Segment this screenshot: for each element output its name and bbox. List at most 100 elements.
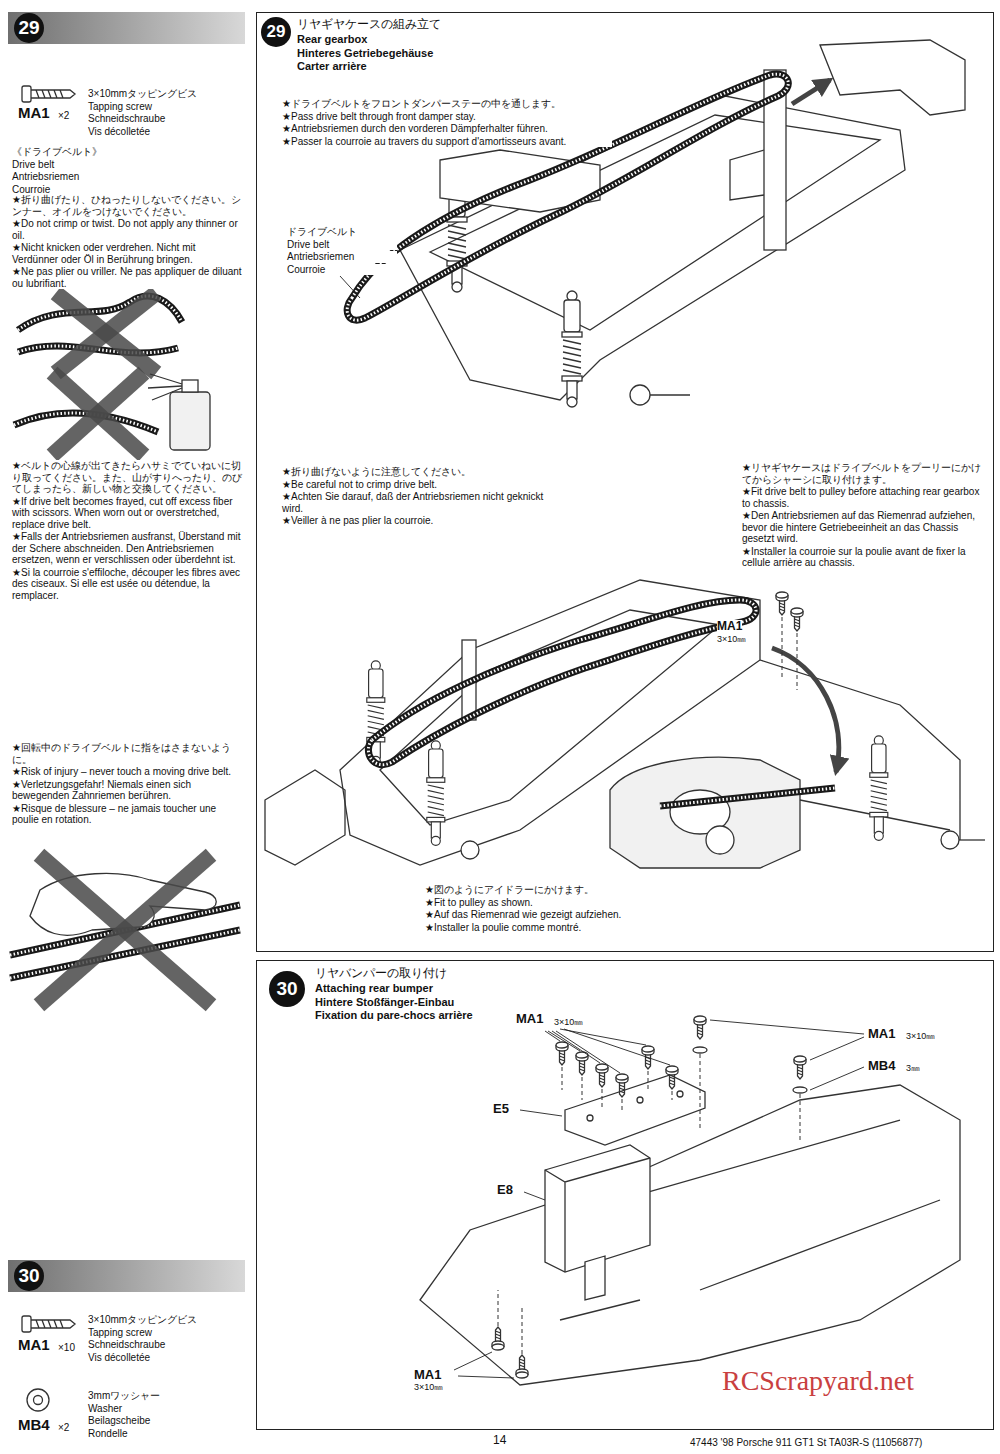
chassis-illustration: [660, 788, 835, 806]
instruction-note: ★Installer la poulie comme montré.: [425, 922, 690, 934]
instruction-note: ★図のようにアイドラーにかけます。: [425, 884, 690, 896]
step-title: Fixation du pare-chocs arrière: [315, 1009, 473, 1022]
instruction-note: ★リヤギヤケースはドライブベルトをプーリーにかけてからシャーシに取り付けます。: [742, 462, 987, 485]
instruction-note: ★Passer la courroie au travers du suppor…: [282, 136, 612, 148]
part-name: ドライブベルト: [287, 226, 397, 238]
part-code: MB4: [868, 1059, 895, 1074]
part-name: Drive belt: [12, 159, 242, 171]
screw-icon: [22, 1316, 31, 1332]
instruction-note: ★Fit to pulley as shown.: [425, 897, 690, 909]
part-name: Tapping screw: [88, 101, 248, 113]
chassis-illustration: [520, 1110, 562, 1200]
part-code: MA1: [516, 1012, 543, 1027]
instruction-note: ★折り曲げたり、ひねったりしないでください。シンナー、オイルをつけないでください…: [12, 194, 244, 217]
part-name: Antriebsriemen: [12, 171, 242, 183]
part-name: Antriebsriemen: [287, 251, 397, 263]
chassis-illustration: [630, 385, 650, 405]
instruction-note: ★Den Antriebsriemen auf das Riemenrad au…: [742, 510, 987, 545]
step-title: Attaching rear bumper: [315, 982, 433, 995]
step-number-circle: 30: [269, 971, 305, 1007]
instruction-note: ★Nicht knicken oder verdrehen. Nicht mit…: [12, 242, 244, 265]
instruction-note: ★ドライブベルトをフロントダンパーステーの中を通します。: [282, 98, 612, 110]
step-title: Rear gearbox: [297, 33, 367, 46]
instruction-note: ★Si la courroie s'effiloche, découper le…: [12, 567, 244, 602]
part-name: Tapping screw: [88, 1327, 248, 1339]
chassis-illustration: [870, 736, 888, 840]
chassis-illustration: [694, 1016, 706, 1039]
instruction-note: ★Veiller à ne pas plier la courroie.: [282, 515, 567, 527]
part-name: 3mmワッシャー: [88, 1390, 248, 1402]
screw-size: 3×10㎜: [554, 1017, 583, 1027]
belt-crimp-warning-figure: [62, 298, 150, 368]
step-title: Carter arrière: [297, 60, 367, 73]
instruction-note: ★Ne pas plier ou vriller. Ne pas appliqu…: [12, 266, 244, 289]
belt-oil-warning-figure: [58, 378, 138, 450]
step-title: Hinteres Getriebegehäuse: [297, 47, 433, 60]
screw-icon: [31, 90, 75, 98]
chassis-illustration: [368, 600, 756, 765]
washer-icon: [27, 1389, 49, 1411]
part-name: Vis décolletée: [88, 126, 248, 138]
belt-oil-warning-figure: [14, 374, 210, 450]
belt-crimp-warning-figure: [62, 298, 150, 368]
chassis-illustration: [340, 40, 965, 407]
chassis-illustration: [585, 1256, 605, 1300]
hand-warning-figure: [45, 860, 205, 1000]
chassis-illustration: [760, 660, 960, 840]
screw-size: 3×10㎜: [717, 634, 746, 644]
chassis-illustration: [941, 831, 959, 849]
instruction-note: ★Antriebsriemen durch den vorderen Dämpf…: [282, 123, 612, 135]
step-number: 30: [14, 1261, 44, 1291]
chassis-illustration: [454, 1352, 514, 1378]
part-name: Schneidschraube: [88, 1339, 248, 1351]
warning-note: ★回転中のドライブベルトに指をはさまないように。: [12, 742, 244, 765]
part-name: Vis décolletée: [88, 1352, 248, 1364]
chassis-illustration: [793, 1087, 807, 1093]
step-title-ja: リヤギヤケースの組み立て: [297, 18, 441, 32]
part-name: Washer: [88, 1403, 248, 1415]
step-title: Hintere Stoßfänger-Einbau: [315, 996, 454, 1009]
chassis-illustration: [820, 40, 965, 115]
washer-icon: [27, 1389, 49, 1411]
quantity: ×2: [58, 1422, 69, 1434]
chassis-illustration: [516, 1355, 528, 1378]
step-number: 30: [276, 978, 297, 1000]
chassis-illustration: [545, 1158, 650, 1272]
hand-warning-figure: [10, 860, 240, 1000]
step-number: 29: [14, 13, 44, 43]
instruction-note: ★If drive belt becomes frayed, cut off e…: [12, 496, 244, 531]
part-name: Rondelle: [88, 1428, 248, 1440]
chassis-illustration: [710, 1020, 864, 1090]
chassis-illustration: [340, 276, 360, 298]
part-code: MB4: [18, 1416, 50, 1433]
part-name: Schneidschraube: [88, 113, 248, 125]
chassis-illustration: [427, 741, 445, 845]
chassis-illustration: [666, 1066, 678, 1089]
chassis-illustration: [492, 1327, 504, 1350]
instruction-note: ★Pass drive belt through front damper st…: [282, 111, 612, 123]
warning-note: ★Verletzungsgefahr! Niemals einen sich b…: [12, 779, 244, 802]
chassis-illustration: [616, 1074, 628, 1097]
chassis-illustration: [498, 1290, 522, 1354]
instruction-note: ★Auf das Riemenrad wie gezeigt aufziehen…: [425, 909, 690, 921]
part-code: MA1: [868, 1027, 895, 1042]
instruction-note: ★Achten Sie darauf, daß der Antriebsriem…: [282, 491, 567, 514]
part-code: MA1: [18, 104, 50, 121]
chassis-illustration: [637, 1097, 643, 1103]
instruction-note: ★折り曲げないように注意してください。: [282, 466, 567, 478]
part-name: 3×10mmタッピングビス: [88, 1314, 248, 1326]
belt-oil-warning-figure: [148, 374, 182, 400]
chassis-illustration: [420, 1085, 960, 1385]
chassis-illustration: [576, 1052, 588, 1075]
step-number: 29: [267, 22, 286, 42]
chassis-illustration: [368, 600, 756, 765]
quantity: ×10: [58, 1342, 75, 1354]
instruction-note: ★ベルトの心線が出てきたらハサミでていねいに切り取ってください。また、山がすりへ…: [12, 460, 244, 495]
screw-size: 3×10㎜: [414, 1382, 443, 1392]
step-title-ja: リヤバンパーの取り付け: [315, 967, 447, 981]
chassis-illustration: [693, 1047, 707, 1053]
part-name: 3×10mmタッピングビス: [88, 88, 248, 100]
chassis-illustration: [545, 1145, 650, 1272]
step-number-circle: 29: [261, 17, 291, 47]
